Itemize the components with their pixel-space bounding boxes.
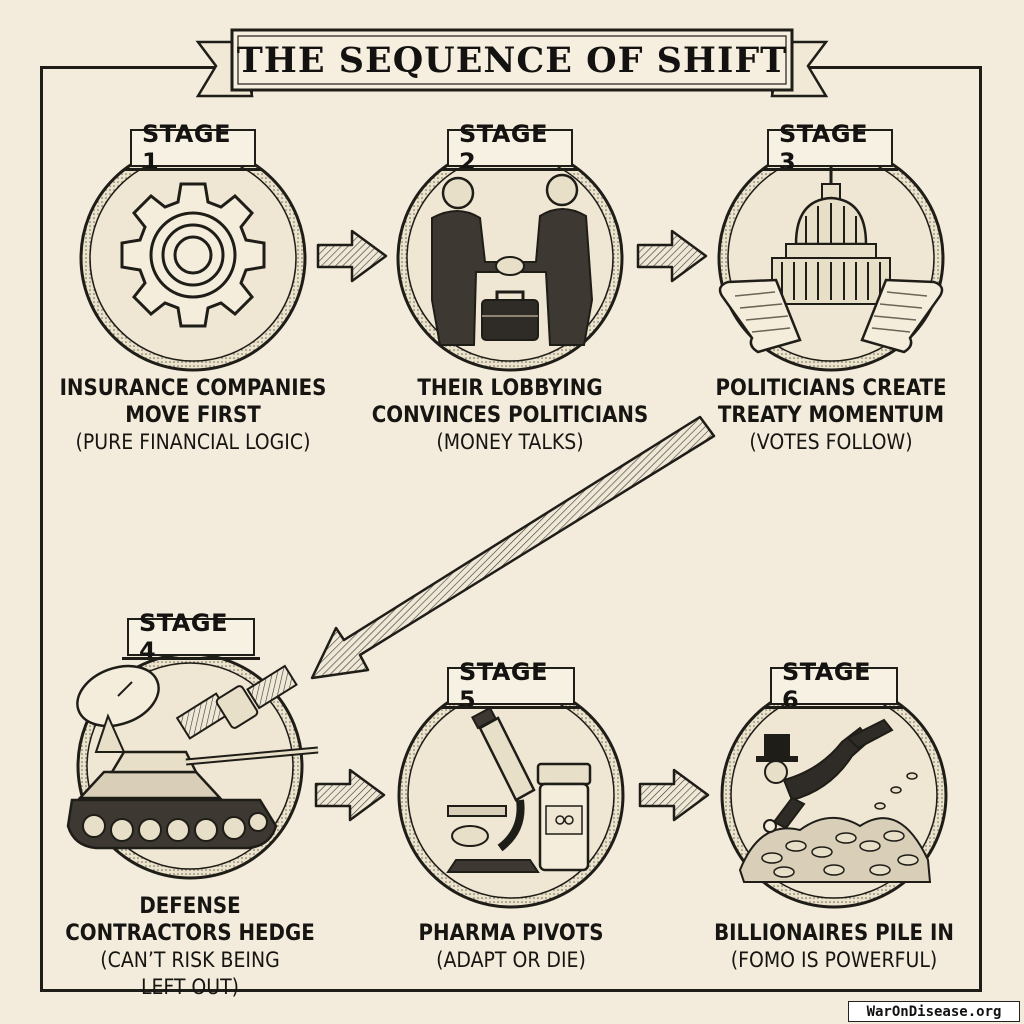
stage-5-caption-line-1: PHARMA PIVOTS [418,921,604,946]
stage-2-caption: THEIR LOBBYING CONVINCES POLITICIANS (MO… [360,375,660,456]
stage-3-caption: POLITICIANS CREATE TREATY MOMENTUM (VOTE… [681,375,981,456]
stage-6-caption-line-1: BILLIONAIRES PILE IN [714,921,954,946]
arrow-stage-2-to-3 [636,229,708,283]
stage-4-caption: DEFENSE CONTRACTORS HEDGE (CAN’T RISK BE… [40,893,340,1001]
site-watermark: WarOnDisease.org [848,1001,1020,1022]
stage-4-medallion [66,652,319,880]
page-title: THE SEQUENCE OF SHIFT [236,39,788,81]
stage-5-caption-sub: (ADAPT OR DIE) [436,948,586,972]
stage-2-medallion [396,144,624,372]
stage-6-caption-sub: (FOMO IS POWERFUL) [730,948,938,972]
stage-3-label: STAGE 3 [762,120,898,176]
arrow-stage-5-to-6 [638,768,710,822]
stage-5-caption: PHARMA PIVOTS (ADAPT OR DIE) [361,920,661,974]
stage-1-caption: INSURANCE COMPANIES MOVE FIRST (PURE FIN… [43,375,343,456]
arrow-stage-4-to-5 [314,768,386,822]
microscope-pill-bottle-icon [446,706,592,873]
stage-5-medallion [397,681,625,909]
flow-arrows [310,229,716,822]
gear-icon [120,182,266,328]
stage-1-caption-line-1: INSURANCE COMPANIES [59,376,327,401]
stage-4-caption-sub-2: LEFT OUT) [140,975,240,999]
stage-3-caption-line-2: TREATY MOMENTUM [717,403,945,428]
stage-1-caption-sub: (PURE FINANCIAL LOGIC) [75,430,311,454]
scroll-icon [718,278,944,354]
stage-3-caption-line-1: POLITICIANS CREATE [715,376,947,401]
capitol-icon [771,165,891,305]
handshake-icon [431,173,594,346]
stage-6-label: STAGE 6 [765,658,903,714]
stage-1-label: STAGE 1 [125,120,261,176]
stage-1-caption-line-2: MOVE FIRST [125,403,261,428]
stage-2-caption-line-1: THEIR LOBBYING [417,376,603,401]
stage-1-medallion [79,144,307,372]
stage-6-caption: BILLIONAIRES PILE IN (FOMO IS POWERFUL) [684,920,984,974]
stage-4-caption-sub: (CAN’T RISK BEING [100,948,280,972]
arrow-stage-3-to-4 [310,415,716,680]
tank-satellite-icon [66,664,319,850]
stage-3-medallion [717,144,945,372]
stage-3-caption-sub: (VOTES FOLLOW) [749,430,913,454]
arrow-stage-1-to-2 [316,229,388,283]
stage-6-medallion [720,681,948,909]
stage-4-caption-line-2: CONTRACTORS HEDGE [65,921,315,946]
stage-4-label: STAGE 4 [122,609,260,665]
stage-2-caption-sub: (MONEY TALKS) [436,430,584,454]
stage-5-label: STAGE 5 [442,658,580,714]
stage-4-caption-line-1: DEFENSE [139,894,241,919]
stage-2-label: STAGE 2 [442,120,578,176]
stage-2-caption-line-2: CONVINCES POLITICIANS [371,403,649,428]
title-banner [195,28,829,98]
diving-into-coins-icon [738,718,932,883]
